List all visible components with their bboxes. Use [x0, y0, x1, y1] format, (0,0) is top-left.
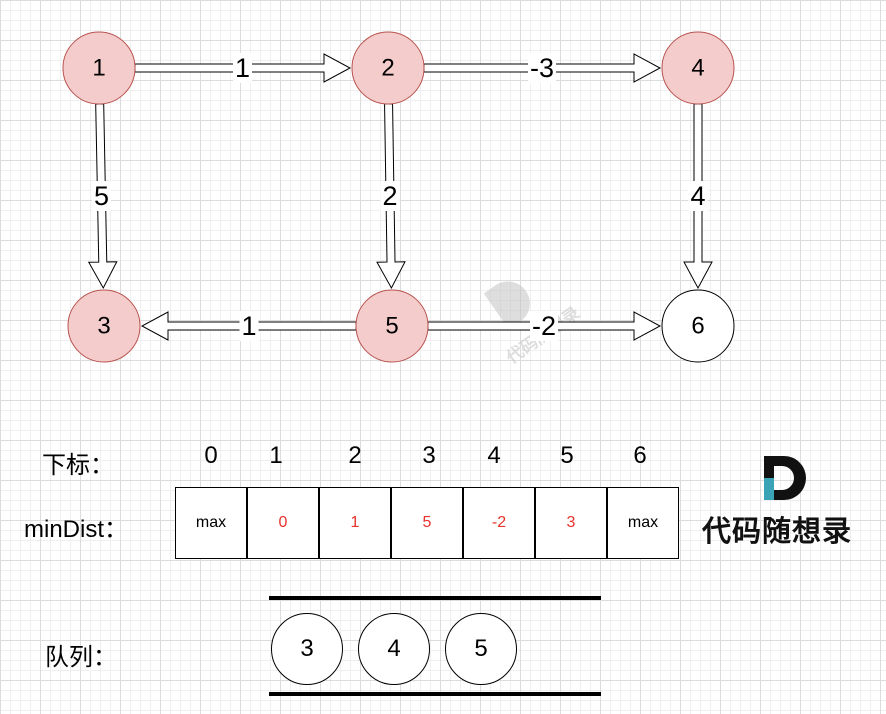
index-0: 0: [204, 442, 218, 469]
node-circle: [661, 289, 735, 363]
node-circle: [661, 31, 735, 105]
graph-diagram: 代码随想录 1 -3 5 2 4 1 -2 1 2 4 3 5 6: [62, 31, 735, 369]
node-label: 6: [691, 313, 704, 340]
node-label: 3: [97, 313, 110, 340]
edge-label-bg: [527, 53, 557, 83]
index-5: 5: [560, 442, 574, 469]
mindist-cell-1: 0: [247, 487, 319, 559]
index-3: 3: [422, 442, 436, 469]
edge-weight-4-6: 4: [690, 181, 705, 211]
index-1: 1: [269, 442, 283, 469]
queue-item-3: 3: [271, 613, 343, 685]
edge-label-bg: [688, 181, 708, 211]
node-2: 2: [351, 31, 425, 105]
node-circle: [67, 289, 141, 363]
edge-weight-1-3: 5: [94, 181, 109, 211]
brand-name: 代码随想录: [702, 514, 853, 548]
node-6: 6: [661, 289, 735, 363]
index-2: 2: [348, 442, 362, 469]
node-label: 5: [385, 313, 398, 340]
mindist-cell-0: max: [175, 487, 247, 559]
node-5: 5: [355, 289, 429, 363]
edge-weight-1-2: 1: [235, 53, 250, 83]
node-4: 4: [661, 31, 735, 105]
edge-weight-5-6: -2: [532, 311, 556, 341]
node-1: 1: [62, 31, 136, 105]
watermark-logo-icon: [483, 281, 530, 330]
queue-item-5: 5: [445, 613, 517, 685]
index-6: 6: [633, 442, 647, 469]
nodes-layer: 1 2 4 3 5 6: [62, 31, 735, 363]
node-label: 1: [92, 55, 105, 82]
edge-label-bg: [529, 311, 559, 341]
node-label: 2: [381, 55, 394, 82]
edge-label-bg: [239, 311, 259, 341]
mindist-cell-2: 1: [319, 487, 391, 559]
mindist-row-label: minDist：: [24, 516, 129, 543]
queue-item-4: 4: [358, 613, 430, 685]
edge-weight-5-3: 1: [241, 311, 256, 341]
mindist-cell-3: 5: [391, 487, 463, 559]
mindist-cell-5: 3: [535, 487, 607, 559]
queue-bottom-line: [269, 692, 601, 696]
edge-label-bg: [380, 181, 400, 212]
queue-top-line: [269, 596, 601, 600]
watermark: 代码随想录: [483, 281, 584, 369]
index-row-label: 下标：: [42, 452, 114, 479]
edges-layer: 1 -3 5 2 4 1 -2: [87, 53, 713, 341]
brand-logo: 代码随想录: [702, 452, 862, 548]
node-circle: [62, 31, 136, 105]
node-circle: [351, 31, 425, 105]
brand-logo-icon: [764, 456, 806, 500]
node-circle: [355, 289, 429, 363]
edge-weight-2-4: -3: [530, 53, 554, 83]
index-4: 4: [487, 442, 501, 469]
mindist-cell-6: max: [607, 487, 679, 559]
mindist-cell-4: -2: [463, 487, 535, 559]
edge-label-bg: [232, 53, 253, 83]
edge-label-bg: [91, 181, 111, 212]
queue-label: 队列：: [45, 644, 117, 671]
node-3: 3: [67, 289, 141, 363]
node-label: 4: [691, 55, 704, 82]
edge-weight-2-5: 2: [382, 181, 397, 211]
